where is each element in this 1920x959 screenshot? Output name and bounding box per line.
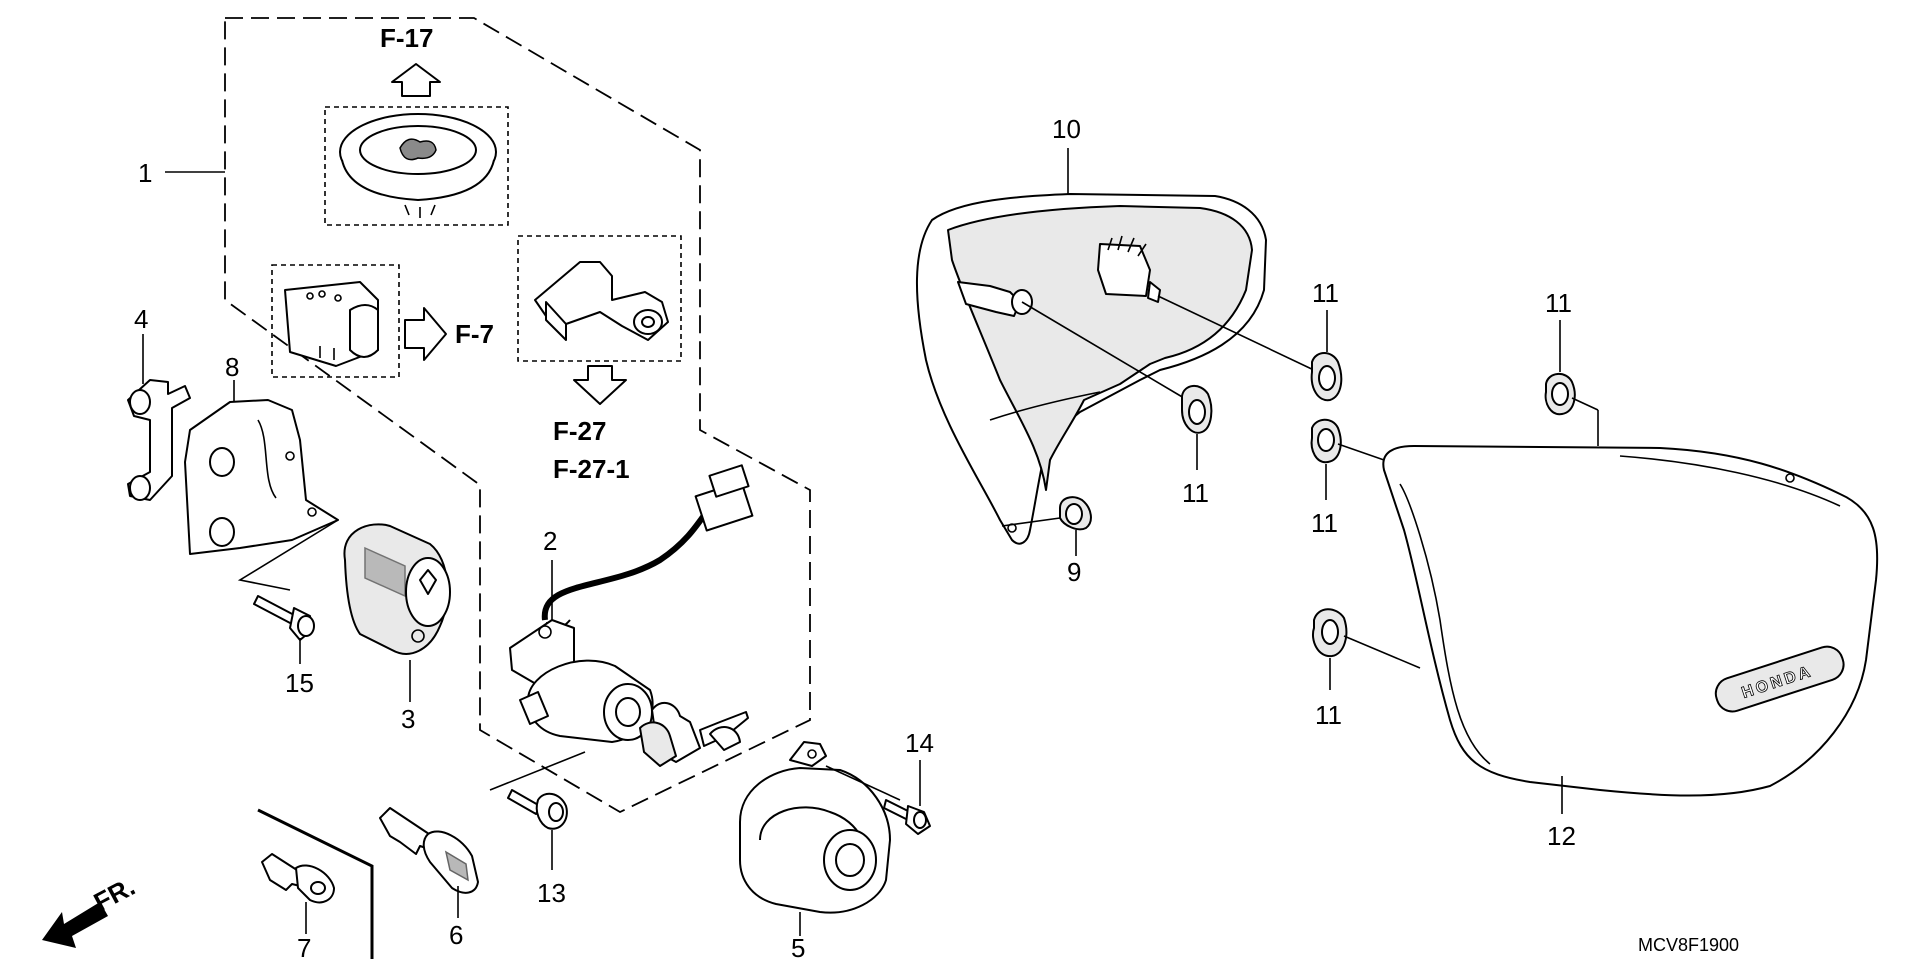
link-10-to-11a — [1021, 301, 1185, 399]
callout-14: 14 — [905, 728, 934, 758]
down-arrow-to-f27 — [573, 365, 627, 405]
helmet-holder-part — [534, 261, 669, 341]
callout-12: 12 — [1547, 821, 1576, 851]
side-cover-12-part: HONDA — [1382, 445, 1879, 797]
bolt-15-part — [253, 595, 315, 641]
callout-11b: 11 — [1312, 278, 1339, 308]
plate-8-part — [184, 399, 339, 555]
callout-3: 3 — [401, 704, 415, 734]
grommet-11c-part — [1310, 418, 1342, 464]
key-6-part — [379, 807, 479, 894]
link-11e-to-12 — [1343, 635, 1421, 669]
side-cover-10-part — [915, 193, 1267, 545]
link-10-to-11b — [1157, 295, 1319, 373]
grommet-11e-part — [1312, 608, 1348, 658]
leader-13-top — [489, 751, 586, 791]
ref-f27: F-27 — [553, 416, 606, 446]
callout-15: 15 — [285, 668, 314, 698]
fuel-cap-group-box — [324, 106, 509, 226]
screw-13-part — [507, 789, 568, 830]
callout-9: 9 — [1067, 557, 1081, 587]
leader-8-to-15 — [237, 519, 339, 591]
screw-14-part — [883, 799, 931, 835]
callout-11a: 11 — [1182, 478, 1209, 508]
bracket-4-part — [127, 379, 191, 501]
link-11c-to-12 — [1337, 443, 1385, 461]
seat-lock-part — [284, 281, 379, 367]
callout-11d: 11 — [1545, 288, 1572, 318]
diagram-code: MCV8F1900 — [1638, 935, 1739, 955]
callout-1: 1 — [138, 158, 152, 188]
link-10-to-9 — [1001, 517, 1061, 527]
callout-8: 8 — [225, 352, 239, 382]
callout-4: 4 — [134, 304, 148, 334]
ref-f27-1: F-27-1 — [553, 454, 630, 484]
callout-13: 13 — [537, 878, 566, 908]
right-arrow-to-f7 — [404, 307, 447, 361]
grommet-11d-part — [1544, 373, 1576, 416]
helmet-holder-group-box — [517, 235, 682, 362]
lock-cover-part — [739, 741, 891, 914]
key-blank-7-part — [261, 853, 335, 904]
grommet-11b-part — [1310, 352, 1343, 402]
callout-10: 10 — [1052, 114, 1081, 144]
link-11d-to-12 — [1571, 397, 1599, 411]
ref-f17: F-17 — [380, 23, 433, 53]
grommet-11a-part — [1181, 385, 1213, 434]
callout-6: 6 — [449, 920, 463, 950]
callout-2: 2 — [543, 526, 557, 556]
up-arrow-to-f17 — [391, 63, 441, 97]
callout-5: 5 — [791, 933, 805, 959]
fuel-cap-part — [339, 113, 497, 218]
damper-part — [343, 523, 451, 655]
leader-14-link — [825, 765, 901, 801]
front-direction-arrow — [42, 902, 108, 948]
ref-f7: F-7 — [455, 319, 494, 349]
callout-11e: 11 — [1315, 700, 1342, 730]
ignition-switch-part — [509, 464, 754, 767]
callout-11c: 11 — [1311, 508, 1338, 538]
grommet-9-part — [1059, 496, 1092, 531]
callout-7: 7 — [297, 933, 311, 959]
assembly-1-outline — [224, 17, 811, 814]
seat-lock-group-box — [271, 264, 400, 378]
separator-line — [257, 808, 374, 959]
